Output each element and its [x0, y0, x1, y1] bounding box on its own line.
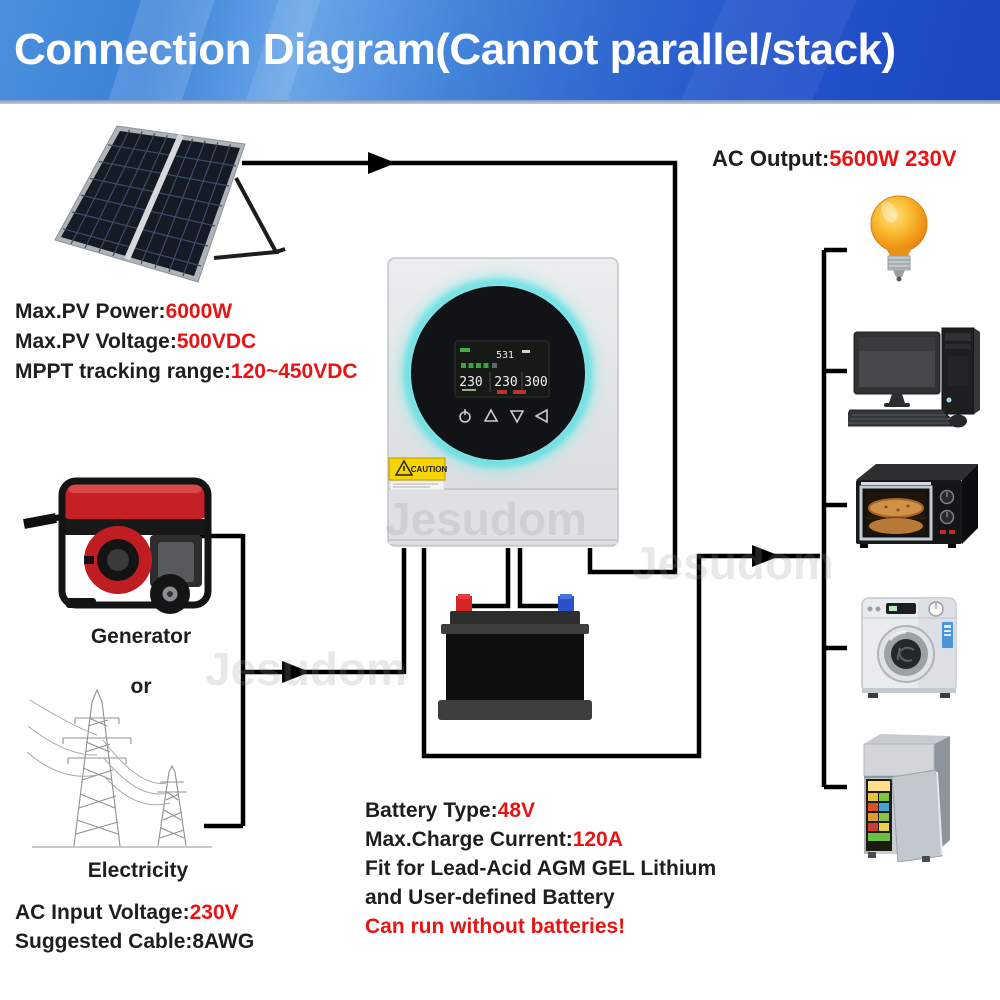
lcd-value-3: 300 — [524, 375, 547, 390]
glow-ring — [404, 279, 592, 467]
lcd-value-1: 230 — [459, 375, 482, 390]
pv-voltage-line: Max.PV Voltage:500VDC — [15, 327, 358, 357]
ac-output-wire — [421, 548, 820, 759]
positive-terminal — [456, 596, 472, 614]
ac-output-arrow-icon — [752, 545, 780, 567]
ac-output-value: 5600W 230V — [829, 146, 957, 171]
ac-input-arrow-icon — [282, 661, 310, 683]
battery-type-line: Battery Type:48V — [365, 796, 716, 825]
left-button-icon — [534, 408, 548, 424]
light-bulb — [858, 193, 942, 283]
page-title: Connection Diagram(Cannot parallel/stack… — [14, 25, 896, 74]
pv-voltage-value: 500VDC — [176, 330, 257, 353]
battery-fit-line1: Fit for Lead-Acid AGM GEL Lithium — [365, 857, 717, 880]
oven — [848, 460, 982, 552]
glow-ring — [398, 273, 598, 473]
generator-label: Generator — [90, 625, 192, 648]
battery — [430, 590, 600, 730]
electricity-pylon — [25, 688, 215, 850]
ac-input-value: 230V — [189, 901, 239, 924]
battery-fit-line2: and User-defined Battery — [365, 886, 615, 909]
pv-mppt-line: MPPT tracking range:120~450VDC — [15, 357, 358, 387]
pv-specs: Max.PV Power:6000W Max.PV Voltage:500VDC… — [15, 297, 358, 387]
battery-current-value: 120A — [572, 828, 623, 851]
pv-arrow-icon — [368, 152, 396, 174]
electricity-label: Electricity — [87, 859, 189, 882]
title-banner: Connection Diagram(Cannot parallel/stack… — [0, 0, 1000, 100]
battery-note: Can run without batteries! — [365, 915, 626, 938]
ac-input-line: AC Input Voltage:230V — [15, 898, 254, 927]
pv-mppt-label: MPPT tracking range: — [15, 360, 231, 383]
pv-wire — [242, 160, 678, 575]
refrigerator — [854, 728, 960, 863]
down-button-icon — [509, 410, 525, 424]
lcd-value-2: 230 — [494, 375, 517, 390]
pv-power-value: 6000W — [165, 300, 233, 323]
banner-edge — [0, 100, 1000, 104]
pv-voltage-label: Max.PV Voltage: — [15, 330, 177, 353]
load-bus-wire — [821, 247, 847, 790]
washing-machine — [856, 592, 962, 700]
ac-output-prefix: AC Output: — [712, 146, 830, 171]
caution-text: CAUTION — [411, 465, 448, 474]
suggested-cable-line: Suggested Cable:8AWG — [15, 930, 255, 953]
computer — [841, 323, 980, 433]
up-button-icon — [483, 408, 499, 422]
negative-terminal — [558, 596, 574, 614]
pv-power-line: Max.PV Power:6000W — [15, 297, 358, 327]
lcd-screen — [454, 340, 550, 398]
inverter: 531 230 230 300 — [378, 248, 630, 560]
ac-input-specs: AC Input Voltage:230V Suggested Cable:8A… — [15, 898, 254, 956]
generator — [15, 465, 220, 620]
pv-mppt-value: 120~450VDC — [230, 360, 358, 383]
pv-power-label: Max.PV Power: — [15, 300, 166, 323]
ac-input-wire — [199, 533, 407, 829]
ac-output-label: AC Output:5600W 230V — [712, 144, 957, 173]
battery-type-label: Battery Type: — [365, 799, 498, 822]
lcd-top-value: 531 — [496, 350, 514, 361]
battery-type-value: 48V — [497, 799, 536, 822]
battery-current-line: Max.Charge Current:120A — [365, 825, 716, 854]
solar-panel — [40, 108, 320, 293]
battery-current-label: Max.Charge Current: — [365, 828, 573, 851]
battery-specs: Battery Type:48V Max.Charge Current:120A… — [365, 796, 716, 941]
ac-input-label: AC Input Voltage: — [15, 901, 190, 924]
or-label: or — [130, 675, 152, 698]
